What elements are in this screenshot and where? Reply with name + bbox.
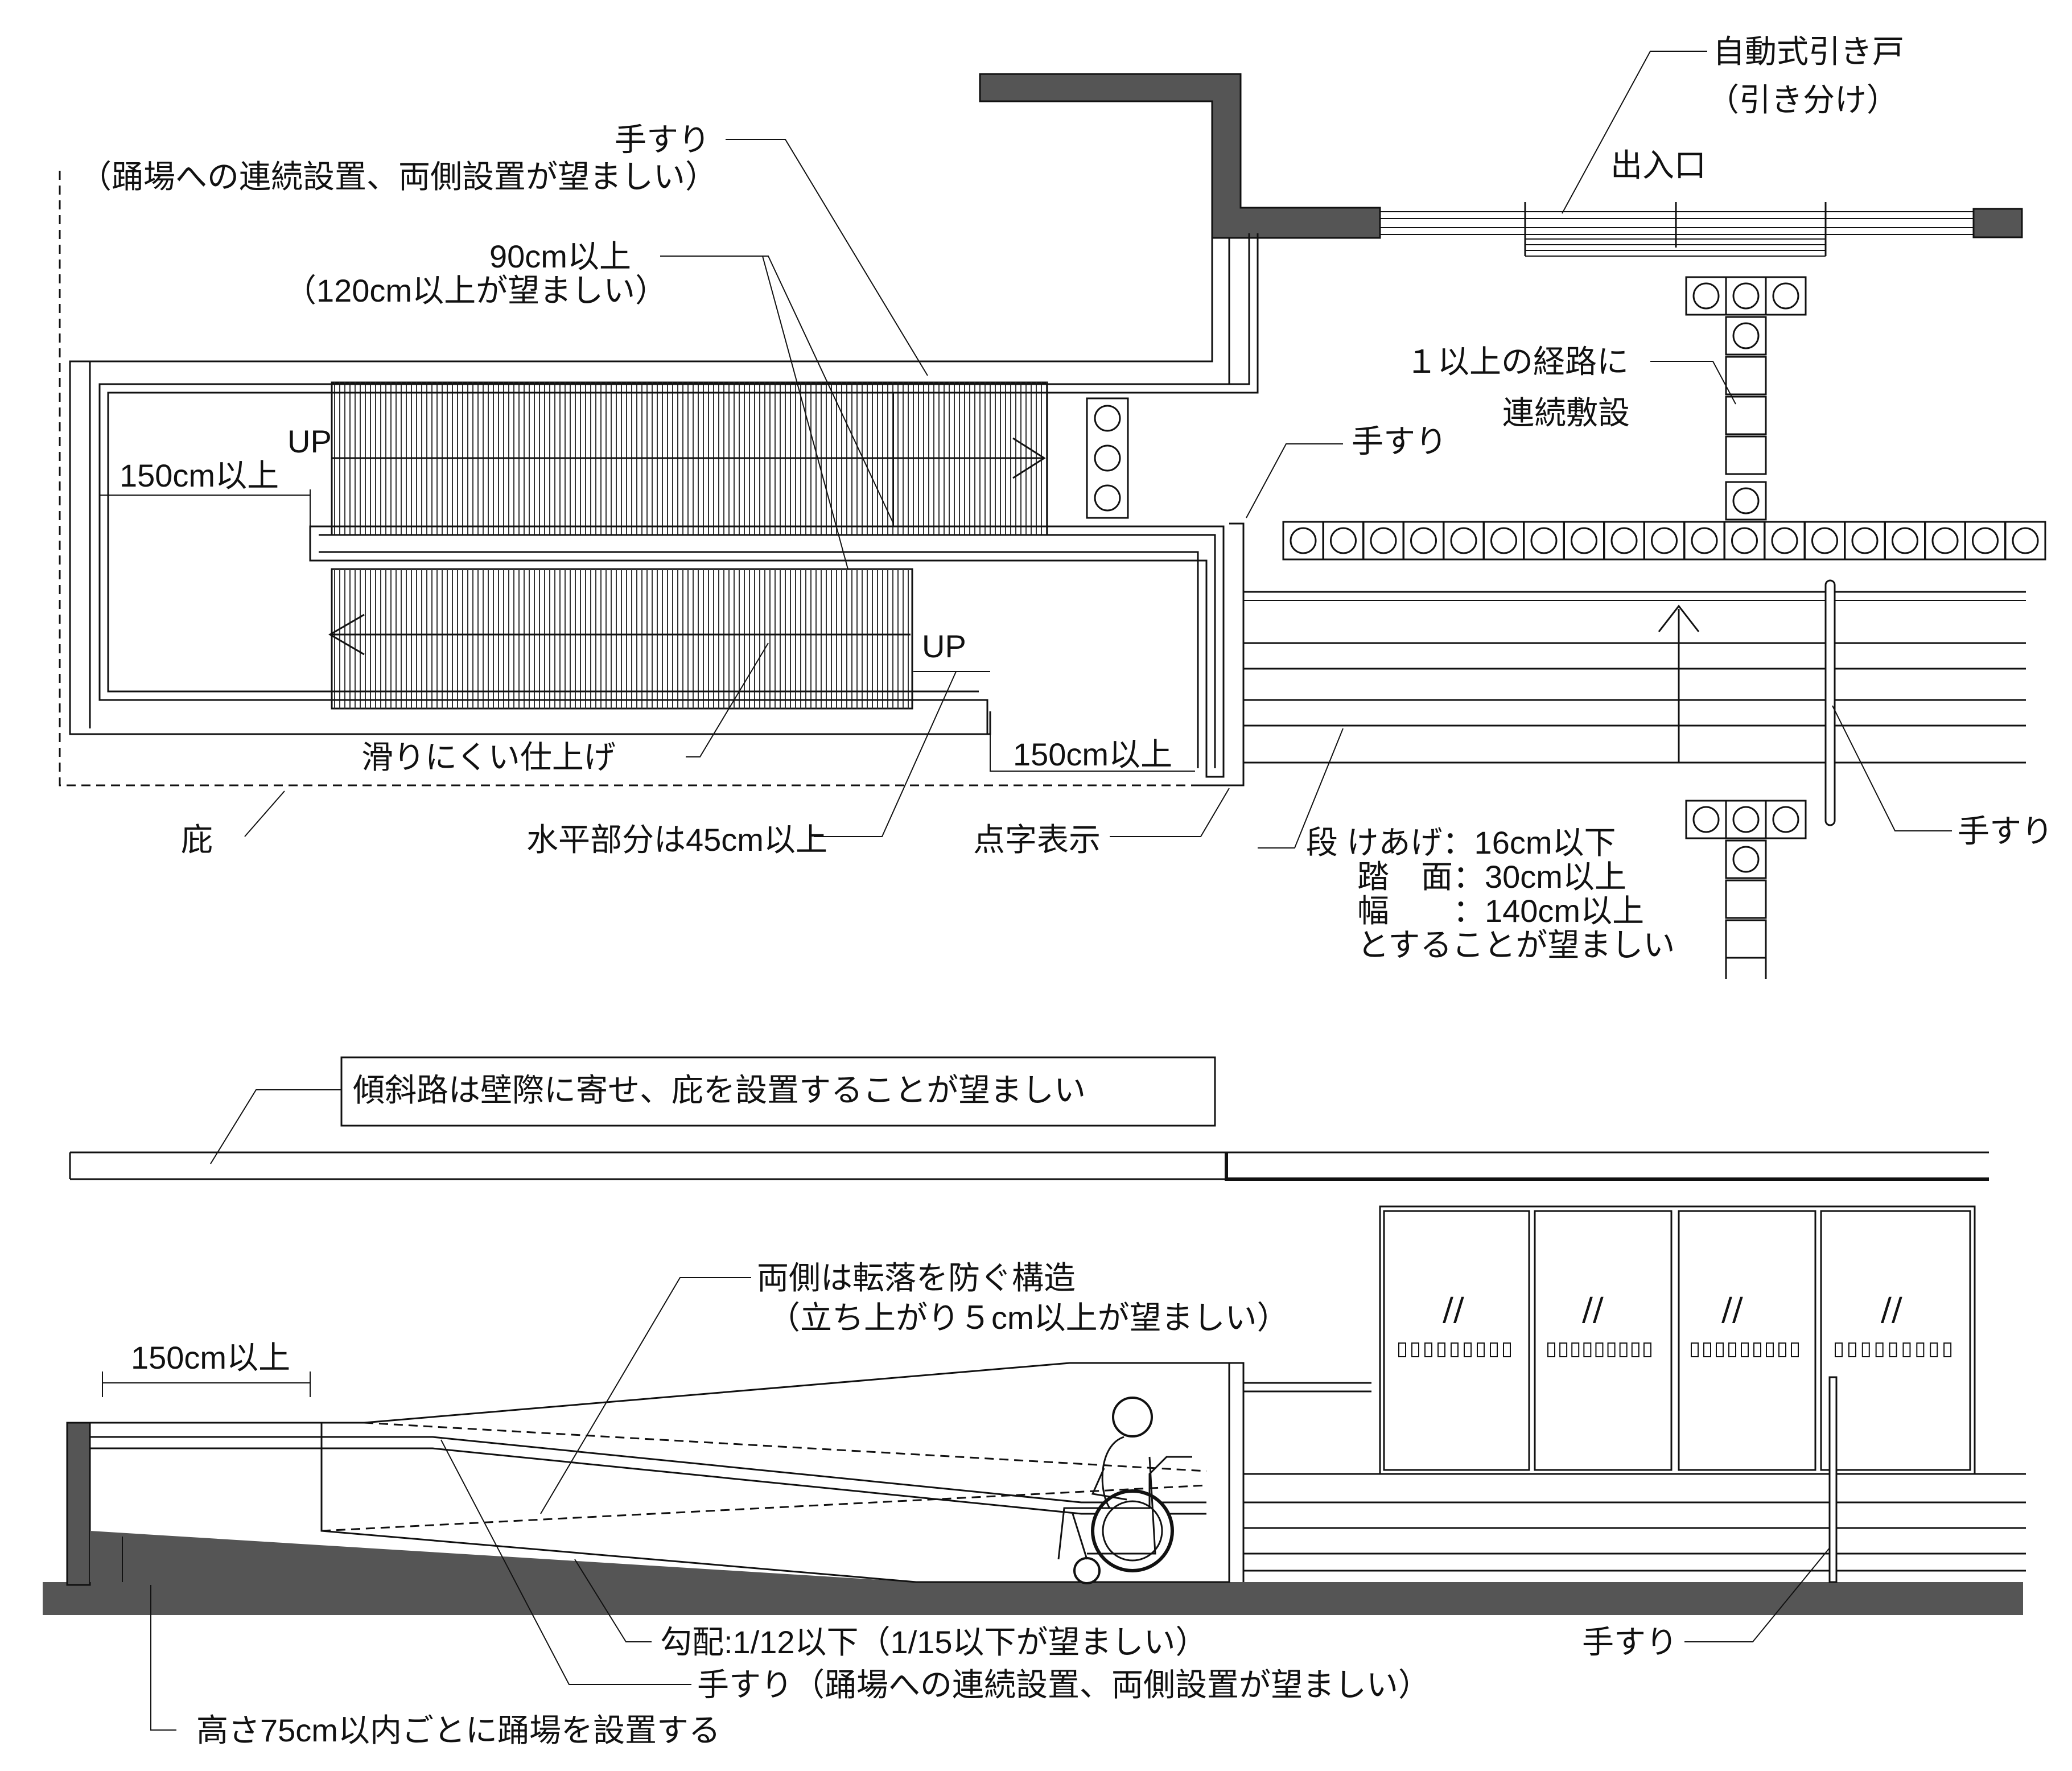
elevation-view: 傾斜路は壁際に寄せ、庇を設置することが望ましい // // // // [43,1056,2026,1748]
ground [43,1582,2023,1615]
boxed-note-text: 傾斜路は壁際に寄せ、庇を設置することが望ましい [353,1072,1086,1109]
plan-handrail-stair: 手すり [1958,813,2053,850]
entrance-doors [1380,202,1974,257]
plan-step-tread: 踏 面：30cm以上 [1357,859,1626,895]
plan-handrail-note: （踊場への連続設置、両側設置が望ましい） [80,159,717,196]
plan-handrail-right: 手すり [1352,423,1447,460]
elev-edge-note-1: 両側は転落を防ぐ構造 [757,1260,1076,1297]
plan-view: 手すり （踊場への連続設置、両側設置が望ましい） 90cm以上 （120cm以上… [59,34,2053,979]
plan-width-note: （120cm以上が望ましい） [285,273,667,308]
plan-braille-label: 点字表示 [973,822,1101,859]
plan-step-width: 幅 ：140cm以上 [1357,893,1644,929]
tactile-route [1282,276,2046,979]
door-mark-2: // [1582,1291,1604,1328]
outside-stairs [1243,579,2026,826]
door-mark-4: // [1881,1291,1902,1328]
plan-door-type: 自動式引き戸 [1713,34,1904,71]
elev-gradient: 勾配:1/12以下（1/15以下が望ましい） [660,1624,1208,1660]
lower-flight [331,568,913,710]
elev-landing-length: 150cm以上 [131,1340,290,1375]
elev-handrail-right: 手すり [1582,1624,1678,1661]
door-mark-1: // [1443,1291,1464,1328]
eave-line [59,171,1229,786]
plan-route-label-2: 連続敷設 [1502,395,1630,432]
note-box [340,1056,1216,1127]
plan-handrail-label: 手すり [615,122,710,159]
plan-door-type-sub: （引き分け） [1707,82,1898,119]
building-wall [979,73,1381,239]
plan-width-label: 90cm以上 [489,238,631,274]
building-wall-right [1972,208,2023,238]
plan-nonslip-label: 滑りにくい仕上げ [361,739,616,776]
plan-landing-length-bottom: 150cm以上 [1013,736,1172,772]
plan-entrance-label: 出入口 [1610,147,1706,184]
plan-up-lower: UP [922,628,966,664]
plan-eave-label: 庇 [181,822,213,859]
tactile-blocks-stair [1086,397,1129,519]
plan-up-upper: UP [287,423,332,459]
plan-horizontal-label: 水平部分は45cm以上 [526,822,827,858]
elev-landing-height: 高さ75cm以内ごとに踊場を設置する [196,1712,720,1748]
door-mark-3: // [1721,1291,1743,1328]
elev-handrail: 手すり（踊場への連続設置、両側設置が望ましい） [697,1667,1430,1704]
plan-landing-length-left: 150cm以上 [120,458,279,493]
plan-step-note: とすることが望ましい [1357,927,1675,964]
plan-route-label-1: １以上の経路に [1406,344,1629,381]
plan-step-riser: 段 けあげ：16cm以下 [1306,825,1616,860]
wheelchair-user-icon [1057,1397,1192,1584]
elev-edge-note-2: （立ち上がり５cm以上が望ましい） [768,1300,1289,1336]
door-elevation: // // // // [1379,1205,1976,1475]
